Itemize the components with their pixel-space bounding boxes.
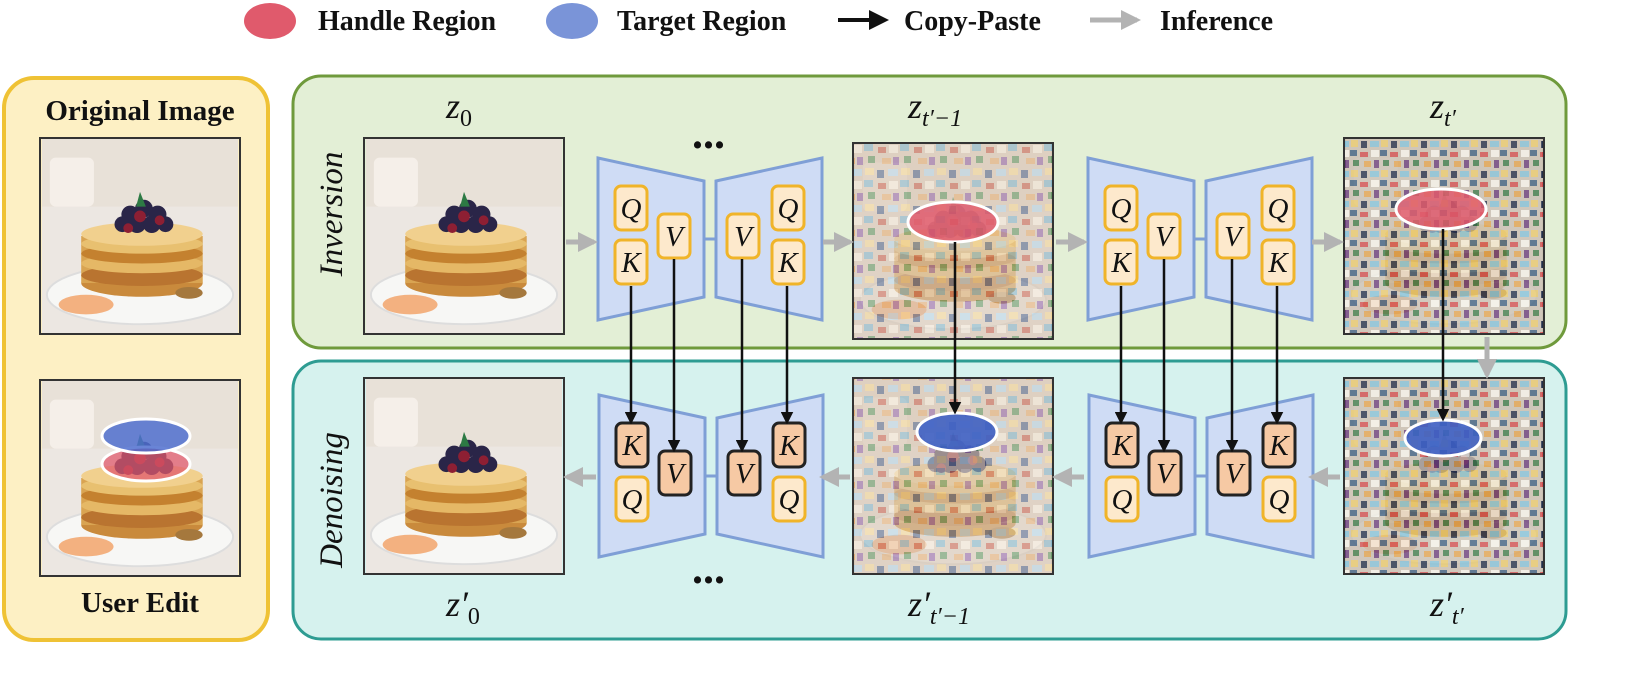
unet-denoising-2-box-q-right: Q bbox=[1261, 475, 1297, 523]
unet-denoising-2-box-q-left-label: Q bbox=[1112, 484, 1133, 516]
zt1-handle-region bbox=[906, 200, 1000, 244]
left-panel: Original Image User Edit bbox=[2, 76, 270, 642]
denoising-zt1-image bbox=[852, 377, 1054, 575]
legend-item-copy: Copy-Paste bbox=[838, 6, 1041, 37]
unet-inversion-2-box-k-right-label: K bbox=[1267, 247, 1289, 279]
unet-inversion-1-box-v-left-label: V bbox=[665, 221, 686, 253]
unet-denoising-2-box-v-left-label: V bbox=[1156, 458, 1177, 490]
unet-denoising-1-box-k-right: K bbox=[771, 421, 807, 469]
legend-label-handle: Handle Region bbox=[318, 6, 497, 37]
unet-inversion-1-box-q-right-label: Q bbox=[778, 193, 799, 225]
unet-denoising-1-box-k-right-label: K bbox=[778, 430, 800, 462]
inversion-z0-image bbox=[363, 137, 565, 335]
unet-denoising-2-box-q-right-label: Q bbox=[1269, 484, 1290, 516]
unet-inversion-2-box-k-right: K bbox=[1260, 238, 1296, 286]
unet-inversion-2-box-q-left: Q bbox=[1103, 184, 1139, 232]
legend-item-inference: Inference bbox=[1090, 6, 1273, 37]
unet-denoising-1-box-v-left-label: V bbox=[666, 458, 687, 490]
label-inv-z0: z0 bbox=[445, 86, 472, 132]
unet-denoising-2-box-k-left-label: K bbox=[1111, 430, 1133, 462]
unet-denoising-1-box-v-right-label: V bbox=[735, 458, 756, 490]
latent-labels: z0 zt′−1 zt′ z′0 z′t′−1 z′t′ bbox=[445, 86, 1465, 630]
unet-inversion-1-box-k-left: K bbox=[613, 238, 649, 286]
denoising-label: Denoising bbox=[314, 432, 350, 569]
unet-denoising-1-box-q-right-label: Q bbox=[779, 484, 800, 516]
unet-denoising-2-box-v-left: V bbox=[1147, 449, 1183, 497]
unet-inversion-1-box-v-right-label: V bbox=[734, 221, 755, 253]
unet-inversion-2-box-k-left-label: K bbox=[1110, 247, 1132, 279]
unet-denoising-1-box-q-left: Q bbox=[614, 475, 650, 523]
label-den-zt: z′t′ bbox=[1429, 584, 1465, 630]
legend-item-handle: Handle Region bbox=[244, 3, 497, 39]
label-den-z0: z′0 bbox=[445, 584, 480, 630]
unet-inversion-1-box-v-left: V bbox=[656, 212, 692, 260]
unet-denoising-2-box-q-left: Q bbox=[1104, 475, 1140, 523]
original-image bbox=[39, 137, 241, 335]
user-edit-image bbox=[39, 379, 241, 577]
denoise-zt-target-region bbox=[1403, 418, 1483, 458]
unet-inversion-1-box-k-right: K bbox=[770, 238, 806, 286]
unet-inversion-1-box-q-right: Q bbox=[770, 184, 806, 232]
denoising-ellipsis: ... bbox=[692, 544, 725, 593]
unet-denoising-2-box-v-right: V bbox=[1216, 449, 1252, 497]
unet-denoising-1-box-k-left-label: K bbox=[621, 430, 643, 462]
unet-inversion-1-box-k-right-label: K bbox=[777, 247, 799, 279]
unet-inversion-2-box-q-left-label: Q bbox=[1111, 193, 1132, 225]
unet-inversion-2-box-q-right-label: Q bbox=[1268, 193, 1289, 225]
unet-inversion-2-box-q-right: Q bbox=[1260, 184, 1296, 232]
legend-label-copy: Copy-Paste bbox=[904, 6, 1041, 37]
unet-denoising-2-box-k-right-label: K bbox=[1268, 430, 1290, 462]
unet-denoising-1-box-v-left: V bbox=[657, 449, 693, 497]
unet-inversion-2-box-v-right: V bbox=[1215, 212, 1251, 260]
unet-inversion-2-box-v-left: V bbox=[1146, 212, 1182, 260]
target-region-swatch-icon bbox=[546, 3, 598, 39]
unet-inversion-1-box-v-right: V bbox=[725, 212, 761, 260]
unet-inversion-2-box-v-left-label: V bbox=[1155, 221, 1176, 253]
legend: Handle Region Target Region Copy-Paste I… bbox=[244, 3, 1273, 39]
inversion-ellipsis: ... bbox=[692, 109, 725, 158]
unet-inversion-1-box-q-left: Q bbox=[613, 184, 649, 232]
original-image-title: Original Image bbox=[45, 95, 234, 127]
unet-denoising-1-box-q-right: Q bbox=[771, 475, 807, 523]
user-edit-caption: User Edit bbox=[81, 587, 199, 619]
unet-denoising-2-box-k-right: K bbox=[1261, 421, 1297, 469]
unet-inversion-1-box-q-left-label: Q bbox=[621, 193, 642, 225]
copy-paste-arrows bbox=[624, 229, 1450, 453]
handle-region-swatch-icon bbox=[244, 3, 296, 39]
inference-arrows bbox=[563, 232, 1497, 487]
inversion-zt1-image bbox=[852, 142, 1054, 340]
legend-item-target: Target Region bbox=[546, 3, 787, 39]
zt-handle-region bbox=[1394, 187, 1488, 231]
unet-denoising-1-box-k-left: K bbox=[614, 421, 650, 469]
unet-inversion-1-box-k-left-label: K bbox=[620, 247, 642, 279]
unet-denoising-2-box-v-right-label: V bbox=[1225, 458, 1246, 490]
unet-inversion-2-box-k-left: K bbox=[1103, 238, 1139, 286]
edit-target-region bbox=[100, 417, 192, 455]
label-inv-zt: zt′ bbox=[1429, 86, 1457, 132]
unet-denoising-2-box-k-left: K bbox=[1104, 421, 1140, 469]
unet-denoising-1-box-q-left-label: Q bbox=[622, 484, 643, 516]
legend-label-inference: Inference bbox=[1160, 6, 1273, 37]
inversion-label: Inversion bbox=[314, 152, 350, 278]
denoising-zt-image bbox=[1343, 377, 1545, 575]
label-den-zt1: z′t′−1 bbox=[907, 584, 970, 630]
denoise-zt1-target-region bbox=[915, 411, 999, 453]
unet-denoising-1-box-v-right: V bbox=[726, 449, 762, 497]
denoising-z0-image bbox=[363, 377, 565, 575]
legend-label-target: Target Region bbox=[617, 6, 787, 37]
unet-inversion-2-box-v-right-label: V bbox=[1224, 221, 1245, 253]
label-inv-zt1: zt′−1 bbox=[907, 86, 962, 132]
